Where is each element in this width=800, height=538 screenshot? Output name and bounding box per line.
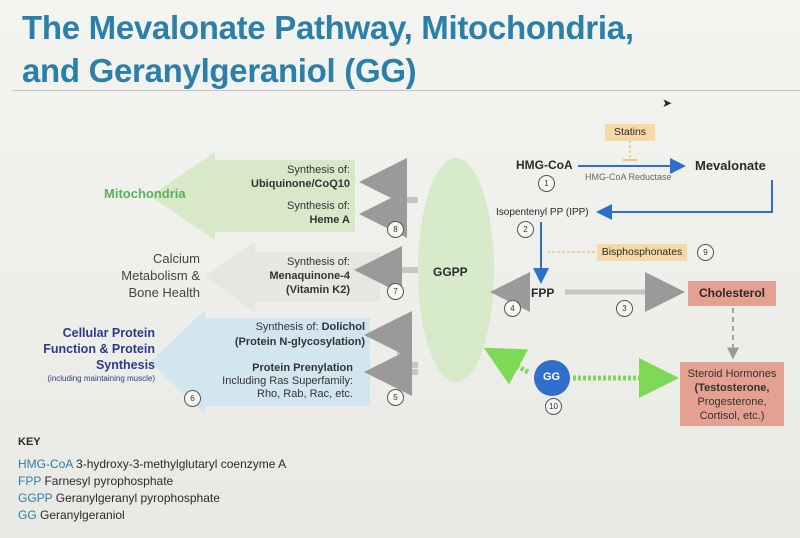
steroid-line-4: Cortisol, etc.) bbox=[699, 410, 765, 422]
fpp-label: FPP bbox=[531, 286, 555, 300]
step-number-6: 6 bbox=[184, 390, 201, 407]
key-text: Farnesyl pyrophosphate bbox=[41, 474, 174, 488]
steroid-hormones-box: Steroid Hormones (Testosterone, Progeste… bbox=[680, 362, 784, 426]
page-title: The Mevalonate Pathway, Mitochondria, an… bbox=[22, 6, 634, 92]
step-number-7: 7 bbox=[387, 283, 404, 300]
key-abbr: GG bbox=[18, 508, 37, 522]
dolichol-label-2: (Protein N-glycosylation) bbox=[234, 336, 365, 348]
cellular-line-2: Function & Protein bbox=[43, 342, 155, 356]
key-abbr: HMG-CoA bbox=[18, 457, 73, 471]
ipp-label: Isopentenyl PP (IPP) bbox=[496, 207, 589, 218]
gg-circle bbox=[534, 360, 570, 396]
title-divider bbox=[12, 90, 800, 91]
cellular-line-1: Cellular Protein bbox=[62, 326, 155, 340]
title-line-2: and Geranylgeraniol (GG) bbox=[22, 52, 417, 89]
connector-8b bbox=[359, 190, 407, 238]
cholesterol-label: Cholesterol bbox=[698, 286, 765, 300]
mevalonate-label: Mevalonate bbox=[695, 158, 766, 173]
statins-box: Statins bbox=[605, 124, 655, 141]
cellular-line-4: (including maintaining muscle) bbox=[47, 374, 155, 383]
key-item: FPP Farnesyl pyrophosphate bbox=[18, 474, 173, 488]
prenylation-line-2: Including Ras Superfamily: bbox=[222, 375, 353, 387]
step-number-10: 10 bbox=[545, 398, 562, 415]
key-text: Geranylgeranyl pyrophosphate bbox=[52, 491, 220, 505]
dolichol-label: Dolichol bbox=[321, 321, 365, 333]
hmg-coa-label: HMG-CoA bbox=[516, 158, 573, 172]
key-item: GGPP Geranylgeranyl pyrophosphate bbox=[18, 491, 220, 505]
calcium-arrow bbox=[205, 242, 380, 312]
heme-pre: Synthesis of: bbox=[287, 200, 350, 212]
dolichol-pre: Synthesis of: bbox=[255, 321, 322, 333]
connector-8a bbox=[359, 158, 418, 206]
step-number-4: 4 bbox=[504, 300, 521, 317]
menaquinone-label-2: (Vitamin K2) bbox=[286, 284, 350, 296]
step-number-1: 1 bbox=[538, 175, 555, 192]
menaquinone-label: Menaquinone-4 bbox=[269, 270, 350, 282]
key-item: GG Geranylgeraniol bbox=[18, 508, 125, 522]
step-number-8: 8 bbox=[387, 221, 404, 238]
calcium-line-2: Metabolism & bbox=[121, 268, 200, 283]
key-item: HMG-CoA 3-hydroxy-3-methylglutaryl coenz… bbox=[18, 457, 286, 471]
ubiquinone-pre: Synthesis of: bbox=[287, 164, 350, 176]
heme-block: Synthesis of: Heme A bbox=[230, 199, 350, 227]
dolichol-block: Synthesis of: Dolichol (Protein N-glycos… bbox=[205, 320, 365, 350]
ggpp-label: GGPP bbox=[433, 265, 468, 279]
step-number-3: 3 bbox=[616, 300, 633, 317]
steroid-line-3: Progesterone, bbox=[697, 396, 767, 408]
key-abbr: GGPP bbox=[18, 491, 53, 505]
connector-5a bbox=[364, 311, 418, 368]
ubiquinone-block: Synthesis of: Ubiquinone/CoQ10 bbox=[230, 163, 350, 191]
step-number-9: 9 bbox=[697, 244, 714, 261]
step-number-2: 2 bbox=[517, 221, 534, 238]
bisphosphonates-label: Bisphosphonates bbox=[601, 246, 683, 258]
mitochondria-arrow bbox=[150, 152, 355, 240]
prenylation-line-3: Rho, Rab, Rac, etc. bbox=[257, 388, 353, 400]
statins-label: Statins bbox=[613, 126, 647, 138]
mitochondria-label: Mitochondria bbox=[104, 186, 186, 201]
key-text: 3-hydroxy-3-methylglutaryl coenzyme A bbox=[72, 457, 287, 471]
calcium-line-3: Bone Health bbox=[128, 285, 200, 300]
prenylation-label: Protein Prenylation bbox=[252, 362, 353, 374]
calcium-label: Calcium Metabolism & Bone Health bbox=[100, 250, 200, 301]
hmg-reductase-label: HMG-CoA Reductase bbox=[585, 172, 672, 182]
heme-label: Heme A bbox=[309, 214, 350, 226]
key-heading: KEY bbox=[18, 436, 41, 448]
ggpp-oval bbox=[418, 158, 494, 382]
cellular-line-3: Synthesis bbox=[95, 358, 155, 372]
cursor-arrow-icon: ➤ bbox=[662, 96, 673, 110]
bisphosphonates-box: Bisphosphonates bbox=[597, 244, 687, 261]
cellular-arrow bbox=[150, 310, 370, 414]
key-abbr: FPP bbox=[18, 474, 42, 488]
prenylation-block: Protein Prenylation Including Ras Superf… bbox=[205, 362, 353, 401]
cholesterol-box: Cholesterol bbox=[688, 281, 776, 306]
gg-label: GG bbox=[543, 371, 561, 383]
mevalonate-to-ipp-arrow bbox=[596, 180, 773, 220]
step-number-5: 5 bbox=[387, 389, 404, 406]
title-line-1: The Mevalonate Pathway, Mitochondria, bbox=[22, 9, 634, 46]
cellular-label: Cellular Protein Function & Protein Synt… bbox=[10, 325, 155, 385]
calcium-line-1: Calcium bbox=[153, 251, 200, 266]
gg-to-ggpp-arrow bbox=[483, 347, 530, 385]
steroid-line-2: (Testosterone, bbox=[694, 382, 770, 394]
dolichol-line-1: Synthesis of: Dolichol bbox=[205, 320, 365, 335]
menaquinone-pre: Synthesis of: bbox=[287, 256, 350, 268]
menaquinone-block: Synthesis of: Menaquinone-4 (Vitamin K2) bbox=[230, 255, 350, 297]
key-text: Geranylgeraniol bbox=[36, 508, 125, 522]
steroid-line-1: Steroid Hormones bbox=[687, 368, 777, 380]
ubiquinone-label: Ubiquinone/CoQ10 bbox=[251, 178, 350, 190]
